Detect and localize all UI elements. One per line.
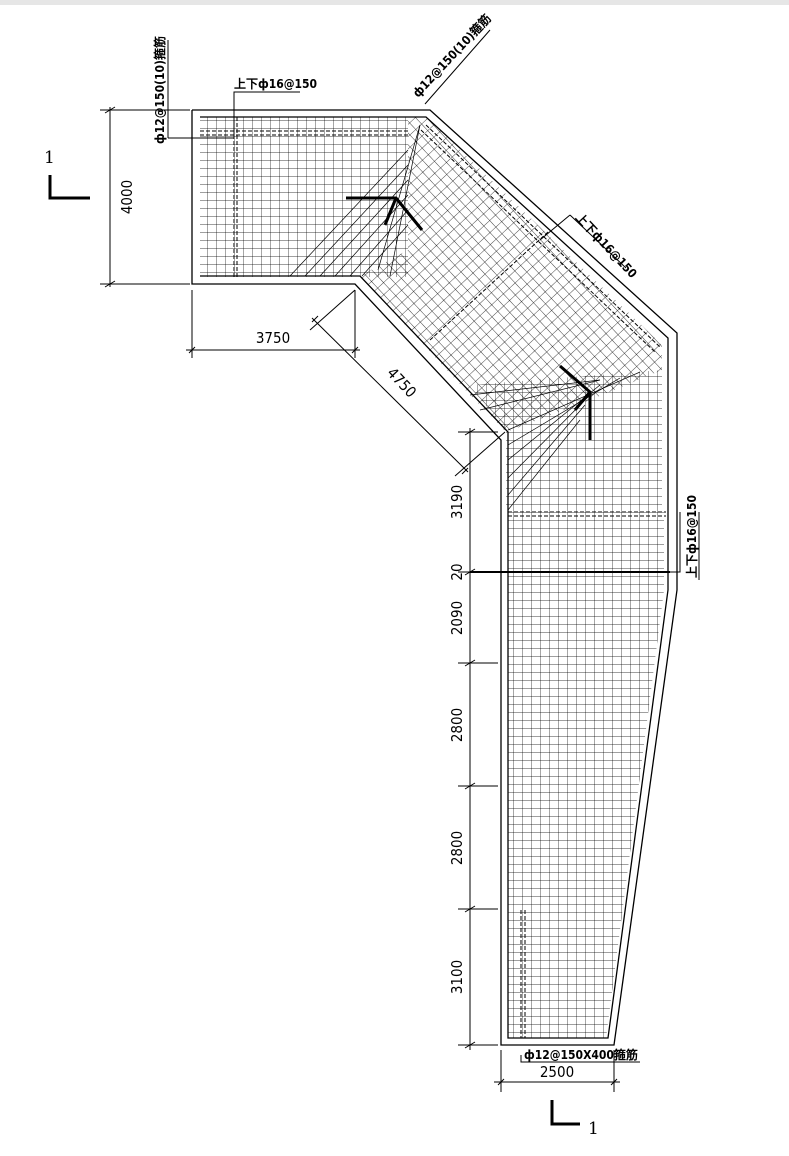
rebar-label-diagonal-top: ф12@150(10)箍筋 (409, 11, 494, 100)
dim-diagonal: 4750 (383, 364, 420, 401)
section-marker-bottom: 1 (550, 1100, 599, 1139)
mesh-lower-slab (508, 510, 664, 1038)
rebar-label-bottom: ф12@150X400箍筋 (524, 1047, 638, 1062)
dim-horizontal: 3750 (256, 329, 290, 347)
svg-text:1: 1 (588, 1119, 599, 1139)
bar-end-marks (346, 196, 592, 440)
dim-seg-4: 2800 (448, 708, 466, 742)
section-marker-top: 1 (44, 148, 90, 200)
mesh-diagonal-slab (360, 117, 662, 432)
dim-top-width: 4000 (118, 180, 136, 214)
dim-seg-2: 20 (448, 563, 466, 580)
dim-seg-6: 3100 (448, 960, 466, 994)
dashed-rebar-lines (200, 117, 666, 1038)
top-toolbar-strip (0, 0, 789, 5)
label-leaders (167, 29, 700, 1063)
mesh-corner (470, 370, 662, 510)
dim-seg-3: 2090 (448, 601, 466, 635)
rebar-label-top-left: ф12@150(10)箍筋 (152, 36, 167, 144)
dimension-lines (100, 106, 620, 1092)
dim-seg-5: 2800 (448, 831, 466, 865)
svg-text:1: 1 (44, 148, 55, 168)
transition-fan-upper (289, 124, 421, 277)
rebar-label-top: 上下ф16@150 (234, 76, 317, 91)
rebar-label-right: 上下ф16@150 (684, 495, 699, 578)
dim-bottom-width: 2500 (540, 1063, 574, 1081)
dim-seg-1: 3190 (448, 485, 466, 519)
rebar-mesh (200, 117, 664, 1038)
